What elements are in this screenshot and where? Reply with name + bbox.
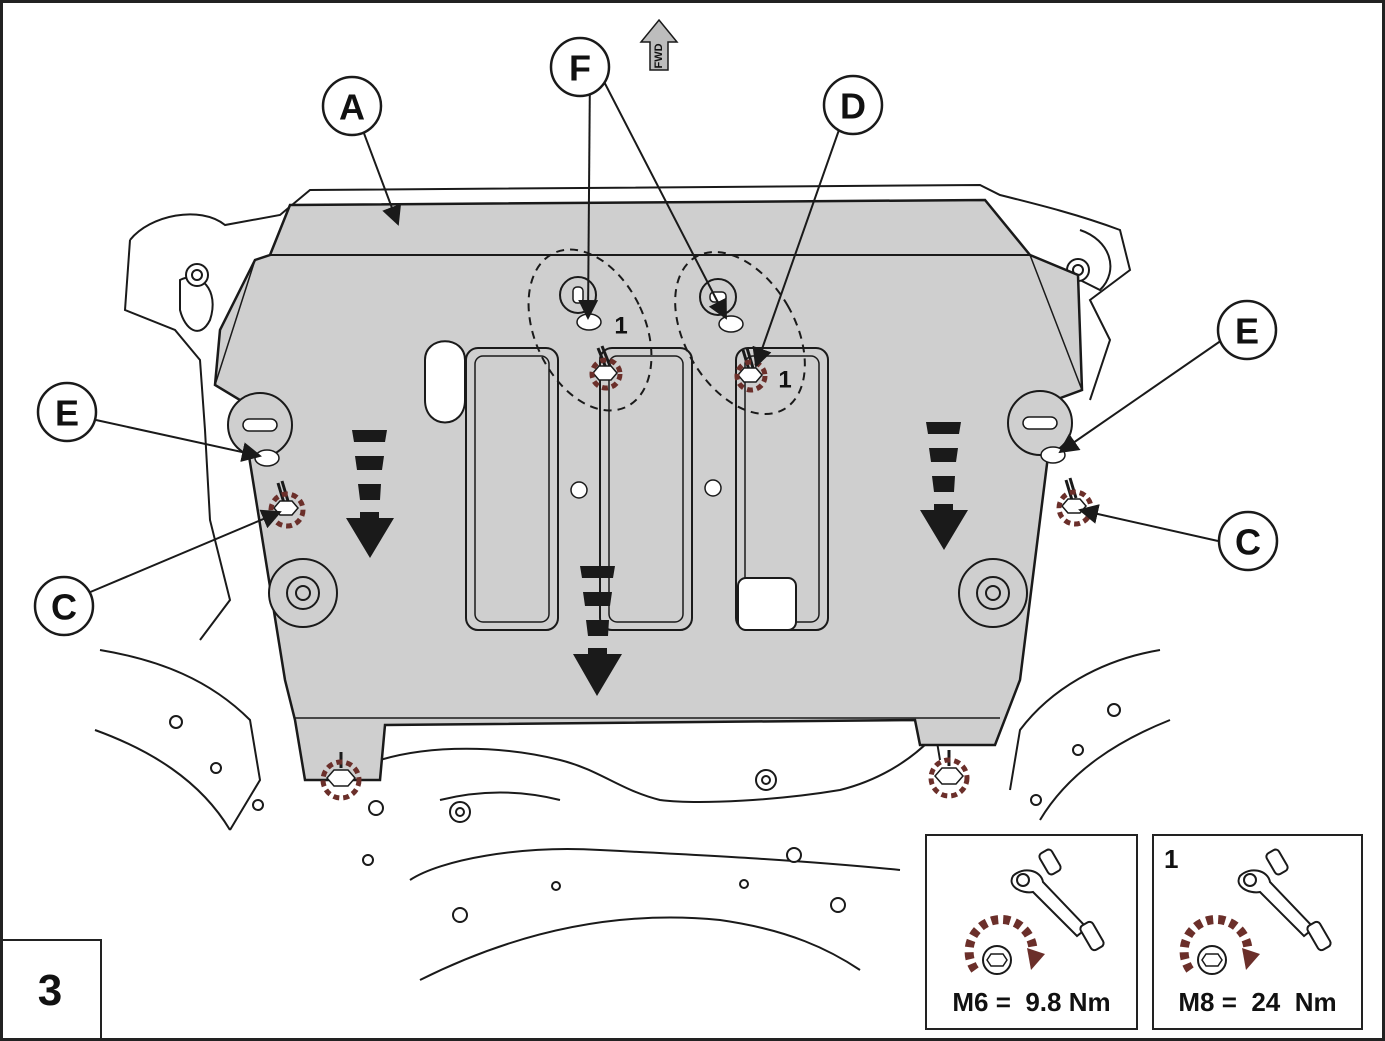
torque-spec-label: M8 = 24 Nm	[1178, 987, 1337, 1017]
torque-spec-label: M6 = 9.8 Nm	[952, 987, 1111, 1017]
callout-circles	[33, 36, 1279, 637]
leader-lines	[87, 67, 1223, 594]
detail-ellipses	[527, 248, 806, 416]
callout-labels: A F D E E C C 1 1	[51, 48, 1261, 628]
callout-F: F	[569, 48, 591, 89]
callout-C-left: C	[51, 587, 77, 628]
callout-A: A	[339, 87, 365, 128]
torque-spec-m6: M6 = 9.8 Nm	[925, 834, 1138, 1030]
torque-spec-m8: 1 M8 = 24 Nm	[1152, 834, 1363, 1030]
callout-D: D	[840, 86, 866, 127]
step-number: 3	[37, 966, 63, 1015]
callout-E-left: E	[55, 393, 79, 434]
callout-E-right: E	[1235, 311, 1259, 352]
body-bolts	[169, 258, 1121, 923]
torque-mark-D: 1	[778, 367, 791, 394]
ratchet-wrench-icon	[964, 848, 1105, 975]
callout-C-right: C	[1235, 522, 1261, 563]
forward-direction-arrow: FWD	[639, 18, 679, 71]
torque-mark-F: 1	[614, 313, 627, 340]
torque-spec-number: 1	[1164, 844, 1179, 874]
fwd-label: FWD	[653, 43, 665, 68]
install-direction-arrows	[346, 422, 968, 696]
step-number-box: 3	[0, 939, 102, 1041]
ratchet-wrench-icon	[1179, 848, 1332, 975]
